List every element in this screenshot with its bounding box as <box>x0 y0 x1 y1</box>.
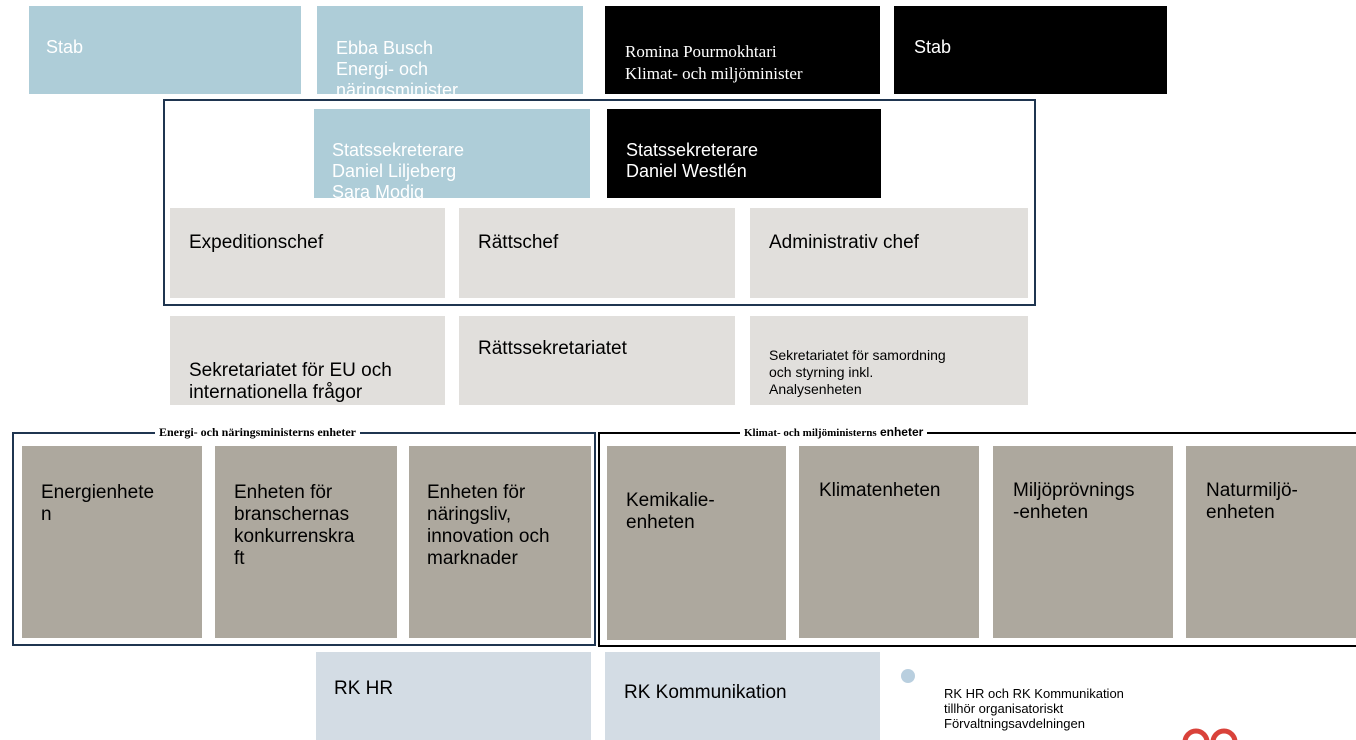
leadership-frame <box>163 99 1036 306</box>
chemicals-unit-box: Kemikalie- enheten <box>607 446 786 640</box>
competitiveness-unit-label: Enheten för branschernas konkurrenskra f… <box>234 482 355 569</box>
state-secretary-energy-label: Statssekreterare Daniel Liljeberg Sara M… <box>332 140 465 202</box>
admin-chief-label: Administrativ chef <box>769 232 919 253</box>
admin-chief-box: Administrativ chef <box>750 208 1028 298</box>
minister-climate-box: Romina Pourmokhtari Klimat- och miljömin… <box>605 6 880 94</box>
energy-unit-label: Energienhete n <box>41 482 155 525</box>
environmental-permits-unit-label: Miljöprövnings -enheten <box>1013 480 1135 523</box>
rk-communication-box: RK Kommunikation <box>605 652 880 740</box>
energy-unit-box: Energienhete n <box>22 446 202 638</box>
climate-unit-box: Klimatenheten <box>799 446 979 638</box>
expedition-chief-box: Expeditionschef <box>170 208 445 298</box>
climate-group-title: Klimat- och miljöministerns enheter <box>740 425 928 440</box>
minister-climate-label: Romina Pourmokhtari Klimat- och miljömin… <box>625 42 803 83</box>
competitiveness-unit-box: Enheten för branschernas konkurrenskra f… <box>215 446 397 638</box>
legal-secretariat-box: Rättssekretariatet <box>459 316 735 405</box>
chemicals-unit-label: Kemikalie- enheten <box>626 490 715 533</box>
environmental-permits-unit-box: Miljöprövnings -enheten <box>993 446 1173 638</box>
business-innovation-unit-box: Enheten för näringsliv, innovation och m… <box>409 446 591 638</box>
legal-chief-box: Rättschef <box>459 208 735 298</box>
natural-environment-unit-box: Naturmiljö- enheten <box>1186 446 1356 638</box>
legal-chief-label: Rättschef <box>478 232 559 253</box>
state-secretary-climate-box: Statssekreterare Daniel Westlén <box>607 109 881 198</box>
rk-hr-label: RK HR <box>334 678 394 699</box>
rk-communication-label: RK Kommunikation <box>624 682 787 703</box>
stab-left-box: Stab <box>29 6 301 94</box>
note-bullet-icon <box>901 669 915 683</box>
coordination-secretariat-label: Sekretariatet för samordning och styrnin… <box>769 347 946 397</box>
legal-secretariat-label: Rättssekretariatet <box>478 338 627 359</box>
minister-energy-box: Ebba Busch Energi- och näringsminister <box>317 6 583 100</box>
natural-environment-unit-label: Naturmiljö- enheten <box>1206 480 1298 523</box>
stab-left-label: Stab <box>46 37 84 57</box>
eu-secretariat-box: Sekretariatet för EU och internationella… <box>170 316 445 405</box>
support-note: RK HR och RK Kommunikation tillhör organ… <box>944 686 1124 731</box>
business-innovation-unit-label: Enheten för näringsliv, innovation och m… <box>427 482 550 569</box>
climate-units-frame <box>598 432 1356 647</box>
eu-secretariat-label: Sekretariatet för EU och internationella… <box>189 360 392 403</box>
climate-unit-label: Klimatenheten <box>819 480 941 501</box>
stab-right-box: Stab <box>894 6 1167 94</box>
rk-hr-box: RK HR <box>316 652 591 740</box>
minister-energy-label: Ebba Busch Energi- och näringsminister <box>336 38 459 100</box>
state-secretary-energy-box: Statssekreterare Daniel Liljeberg Sara M… <box>314 109 590 202</box>
state-secretary-climate-label: Statssekreterare Daniel Westlén <box>626 140 759 181</box>
logo-fragment-icon <box>1182 728 1238 740</box>
stab-right-label: Stab <box>914 37 952 57</box>
expedition-chief-label: Expeditionschef <box>189 232 324 253</box>
energy-group-title: Energi- och näringsministerns enheter <box>155 425 360 439</box>
coordination-secretariat-box: Sekretariatet för samordning och styrnin… <box>750 316 1028 405</box>
